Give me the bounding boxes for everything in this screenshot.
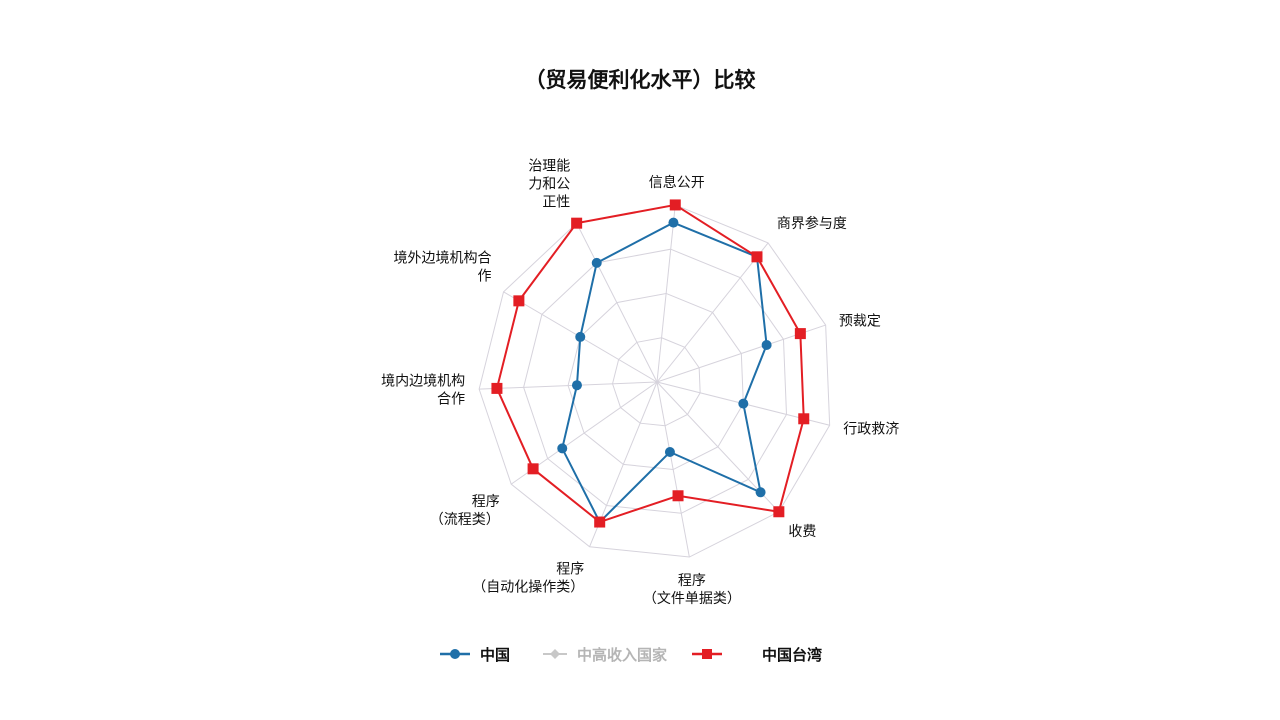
axis-label-line: 预裁定	[839, 314, 881, 330]
series-2-point-6	[594, 516, 606, 528]
legend-item-taiwan: 中国台湾	[692, 640, 822, 668]
axis-label-10: 治理能力和公正性	[528, 159, 570, 211]
legend-label-china: 中国	[480, 645, 511, 664]
axis-label-line: 治理能	[528, 159, 570, 175]
series-0-point-7	[557, 443, 568, 454]
axis-label-line: （文件单据类）	[643, 591, 741, 607]
axis-spoke-8	[479, 381, 658, 390]
series-2-point-10	[571, 217, 583, 229]
axis-label-0: 信息公开	[649, 174, 705, 191]
series-0-point-5	[664, 447, 675, 458]
axis-label-line: 境外边境机构合	[393, 251, 491, 267]
axis-spoke-1	[656, 242, 769, 383]
series-0-point-0	[668, 217, 679, 228]
axis-spoke-10	[576, 222, 658, 383]
axis-spoke-5	[656, 381, 690, 558]
series-2-point-4	[773, 506, 785, 518]
grid-ring-3	[523, 248, 787, 514]
radar-chart: 信息公开商界参与度预裁定行政救济收费程序（文件单据类）程序（自动化操作类）程序（…	[381, 159, 899, 607]
legend-marker-taiwan-icon	[692, 649, 722, 659]
axis-label-line: 程序	[678, 573, 706, 589]
axis-spoke-0	[656, 204, 676, 383]
axis-label-2: 预裁定	[839, 314, 881, 330]
grid-ring-2	[567, 292, 744, 471]
axis-label-line: 商界参与度	[777, 215, 847, 232]
axis-label-line: 境内边境机构	[381, 374, 465, 390]
axis-label-line: 程序	[556, 562, 584, 578]
series-0-point-2	[761, 339, 772, 350]
axis-label-5: 程序 （文件单据类）	[643, 573, 741, 607]
axis-label-line: 行政救济	[843, 422, 899, 438]
axis-label-line: 程序	[472, 494, 500, 510]
chart-title: （贸易便利化水平）比较	[524, 68, 756, 92]
axis-label-9: 境外边境机构合作	[393, 251, 491, 285]
axis-label-8: 境内边境机构合作	[381, 374, 465, 408]
axis-label-3: 行政救济	[843, 422, 899, 438]
grid-ring-1	[612, 337, 701, 427]
axis-label-line: （自动化操作类）	[472, 580, 584, 596]
series-2-point-9	[513, 295, 525, 307]
series-2-point-2	[794, 328, 806, 340]
axis-label-line: 收费	[788, 524, 816, 540]
series-line-2	[495, 203, 805, 524]
series-0-point-4	[755, 487, 766, 498]
axis-label-6: 程序 （自动化操作类）	[472, 562, 584, 596]
axis-label-line: 正性	[542, 195, 570, 211]
series-0-point-9	[575, 331, 586, 342]
series-2-point-3	[798, 413, 810, 425]
series-2-point-7	[527, 463, 539, 475]
series-0-point-3	[738, 398, 749, 409]
legend-item-china: 中国	[440, 640, 510, 668]
legend: 中国 中高收入国家 中国台湾	[0, 640, 1280, 668]
legend-label-taiwan: 中国台湾	[762, 645, 823, 664]
axis-label-line: （流程类）	[430, 512, 500, 528]
legend-label-upper-middle-income: 中高收入国家	[577, 645, 668, 664]
axis-label-line: 力和公	[528, 177, 570, 193]
axis-label-line: 合作	[437, 392, 465, 408]
axis-label-1: 商界参与度	[777, 215, 847, 232]
series-2-point-8	[491, 382, 503, 394]
series-0-point-8	[571, 380, 582, 391]
series-2-point-1	[751, 251, 763, 263]
series-2-point-5	[672, 490, 684, 502]
series-line-0	[561, 221, 768, 524]
legend-marker-upper-middle-income-icon	[543, 649, 567, 659]
legend-item-upper-middle-income: 中高收入国家	[543, 640, 667, 668]
legend-marker-china-icon	[440, 649, 470, 659]
axis-label-line: 作	[477, 269, 491, 285]
axis-label-4: 收费	[788, 524, 816, 540]
axis-label-line: 信息公开	[649, 174, 705, 191]
axis-label-7: 程序 （流程类）	[430, 494, 500, 528]
grid-ring-4	[478, 204, 831, 558]
series-2-point-0	[669, 199, 681, 211]
series-0-point-10	[591, 257, 602, 268]
